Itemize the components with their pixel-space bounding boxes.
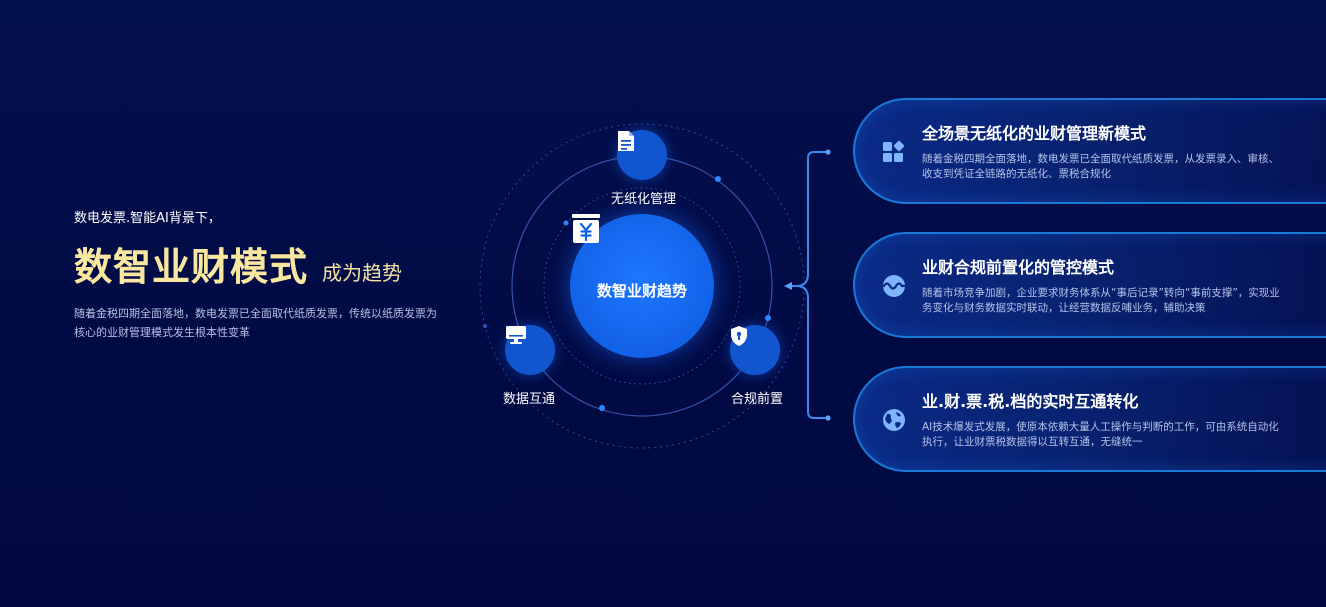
monitor-icon xyxy=(506,326,526,344)
card-title: 业.财.票.税.档的实时互通转化 xyxy=(922,392,1139,411)
feature-card-interop: 业.财.票.税.档的实时互通转化 AI技术爆发式发展，使原本依赖大量人工操作与判… xyxy=(853,366,1326,472)
center-trend-circle: 数智业财趋势 xyxy=(570,214,714,358)
intro-subtitle: 数电发票.智能AI背景下， xyxy=(74,211,221,226)
node-compliance xyxy=(730,325,780,375)
connector-bracket xyxy=(784,149,831,421)
yen-box-icon xyxy=(572,214,600,243)
center-label: 数智业财趋势 xyxy=(596,281,687,300)
grid-apps-icon xyxy=(883,140,905,162)
intro-description: 随着金税四期全面落地，数电发票已全面取代纸质发票，传统以纸质发票为核心的业财管理… xyxy=(74,307,437,339)
feature-card-paperless: 全场景无纸化的业财管理新模式 随着金税四期全面落地，数电发票已全面取代纸质发票，… xyxy=(853,98,1326,204)
wave-circle-icon xyxy=(882,275,907,297)
card-title: 业财合规前置化的管控模式 xyxy=(922,258,1115,277)
card-description: AI技术爆发式发展，使原本依赖大量人工操作与判断的工作，可由系统自动化执行，让业… xyxy=(922,421,1279,448)
node-label-compliance: 合规前置 xyxy=(731,392,784,407)
globe-icon xyxy=(883,409,905,431)
intro-title: 数智业财模式 xyxy=(74,245,309,289)
intro-section: 数电发票.智能AI背景下， 数智业财模式 成为趋势 随着金税四期全面落地，数电发… xyxy=(74,210,454,342)
document-icon xyxy=(618,131,634,151)
intro-title-suffix: 成为趋势 xyxy=(322,261,403,285)
node-label-paperless: 无纸化管理 xyxy=(611,192,677,207)
node-data-interop xyxy=(505,325,555,375)
trend-diagram: 数智业财趋势 无纸化管理 数据互通 xyxy=(478,122,806,450)
card-title: 全场景无纸化的业财管理新模式 xyxy=(922,124,1147,143)
card-description: 随着金税四期全面落地，数电发票已全面取代纸质发票，从发票录入、审核、收支到凭证全… xyxy=(922,153,1279,180)
card-description: 随着市场竞争加剧，企业要求财务体系从“事后记录”转向“事前支撑”，实现业务变化与… xyxy=(922,287,1280,314)
shield-icon xyxy=(731,326,747,346)
node-paperless xyxy=(617,130,667,180)
intro-title-row: 数智业财模式 成为趋势 xyxy=(74,244,454,290)
node-label-data-interop: 数据互通 xyxy=(503,392,556,407)
feature-card-compliance: 业财合规前置化的管控模式 随着市场竞争加剧，企业要求财务体系从“事后记录”转向“… xyxy=(853,232,1326,338)
